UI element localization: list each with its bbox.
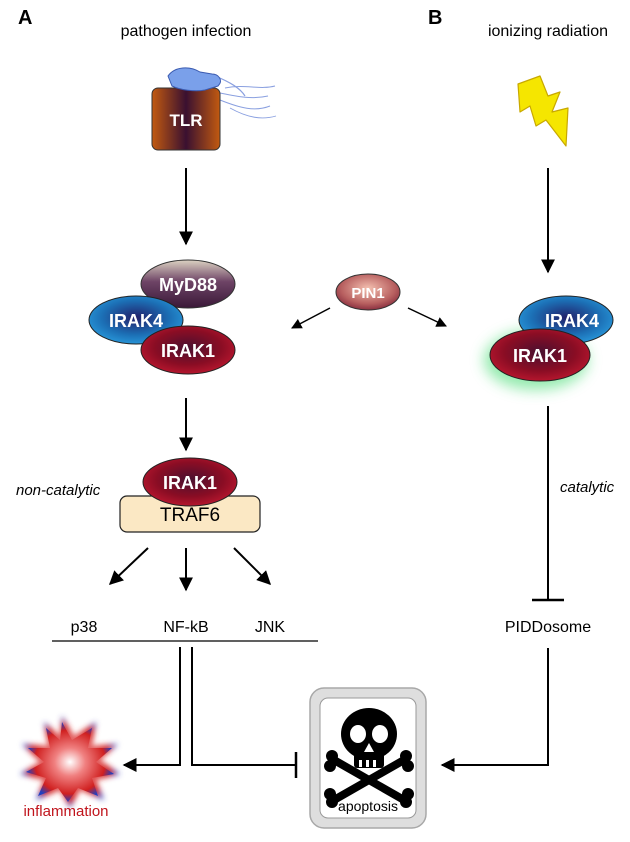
arrow-piddosome-to-apoptosis: [440, 648, 549, 772]
arrow-nfkb-to-inflammation: [122, 647, 181, 772]
irak1-label-traf6: IRAK1: [163, 473, 217, 493]
panel-a-letter: A: [18, 7, 32, 29]
irak1-label-a: IRAK1: [161, 341, 215, 361]
panel-a-title: pathogen infection: [121, 23, 252, 40]
ligand-icon: [167, 67, 221, 92]
irak1-node-b: [489, 328, 591, 382]
skull-crossbones-icon: [324, 708, 414, 808]
panel-b-letter: B: [428, 7, 442, 29]
arrow-pin1-right: [407, 307, 447, 327]
arrow-traf6-to-p38: [108, 547, 149, 585]
p38-label: p38: [71, 619, 98, 636]
irak1-node-traf6: [142, 457, 238, 507]
myd88-node: [140, 259, 236, 309]
pin1-node: [335, 273, 401, 311]
myd88-label: MyD88: [159, 275, 217, 295]
arrow-pin1-left: [291, 307, 331, 329]
lightning-bolt-icon: [517, 75, 569, 147]
arrow-traf6-to-jnk: [233, 547, 271, 585]
traf6-label: TRAF6: [160, 505, 220, 526]
apoptosis-label: apoptosis: [338, 798, 398, 814]
pin1-label: PIN1: [351, 285, 384, 302]
panel-b-title: ionizing radiation: [488, 23, 608, 40]
inflammation-label: inflammation: [23, 803, 108, 820]
irak1-label-b: IRAK1: [513, 346, 567, 366]
irak-complex-b: IRAK4 IRAK1: [484, 295, 614, 390]
myd88-complex: MyD88 IRAK4 IRAK1: [88, 259, 236, 375]
non-catalytic-label: non-catalytic: [16, 482, 101, 499]
irak1-node-a: [140, 325, 236, 375]
irak1-traf6-complex: TRAF6 IRAK1: [119, 457, 261, 533]
irak4-label-b: IRAK4: [545, 311, 599, 331]
piddosome-label: PIDDosome: [505, 619, 591, 636]
tlr-receptor: TLR: [151, 67, 277, 151]
inflammation-burst-icon: [20, 716, 120, 808]
tlr-label: TLR: [169, 111, 202, 130]
irak4-label-a: IRAK4: [109, 311, 163, 331]
apoptosis-box: apoptosis: [309, 687, 427, 829]
nfkb-label: NF-kB: [163, 619, 208, 636]
jnk-label: JNK: [255, 619, 286, 636]
inhibit-nfkb-to-apoptosis: [191, 647, 296, 766]
catalytic-label: catalytic: [560, 479, 615, 496]
